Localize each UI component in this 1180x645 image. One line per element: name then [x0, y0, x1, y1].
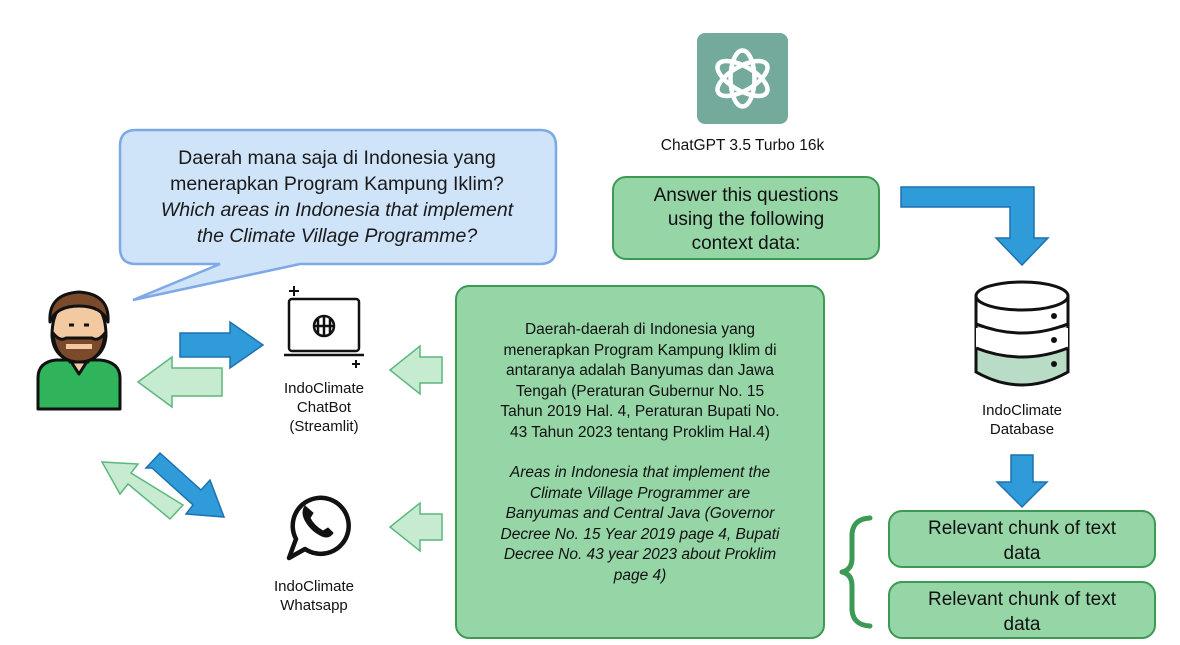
arrow-user-to-whatsapp — [144, 451, 226, 518]
curly-brace — [839, 515, 873, 629]
response-id-line-2: menerapkan Program Kampung Iklim di — [503, 341, 777, 359]
response-en-line-1: Areas in Indonesia that implement the — [509, 464, 771, 481]
whatsapp-icon — [286, 495, 351, 561]
response-en-line-2: Climate Village Programmer are — [529, 484, 751, 502]
response-indonesian: Daerah-daerah di Indonesia yang menerapka… — [469, 320, 811, 443]
arrow-response-to-whatsapp — [388, 501, 443, 553]
database-label: IndoClimate Database — [952, 401, 1092, 439]
question-line-1: Daerah mana saja di Indonesia yang — [178, 147, 496, 169]
arrow-database-to-chunks — [995, 454, 1049, 509]
chunk-box-2: Relevant chunk of text data — [888, 581, 1156, 639]
chatbot-label-line-2: ChatBot — [296, 399, 352, 416]
chunk-1-line-1: Relevant chunk of text — [928, 518, 1116, 539]
response-id-line-5: Tahun 2019 Hal. 4, Peraturan Bupati No. — [500, 403, 780, 420]
chatbot-label: IndoClimate ChatBot (Streamlit) — [254, 379, 394, 436]
prompt-line-3: context data: — [691, 233, 801, 254]
chatbot-label-line-1: IndoClimate — [283, 380, 365, 397]
chatbot-label-line-3: (Streamlit) — [289, 418, 359, 435]
prompt-box: Answer this questions using the followin… — [612, 176, 880, 260]
chatgpt-label: ChatGPT 3.5 Turbo 16k — [660, 137, 825, 154]
response-en-line-3: Banyumas and Central Java (Governor — [505, 505, 775, 522]
prompt-line-2: using the following — [667, 209, 825, 230]
response-en-line-5: Decree No. 43 year 2023 about Proklim — [503, 546, 777, 563]
response-id-line-3: antaranya adalah Banyumas dan Jawa — [506, 362, 774, 379]
prompt-line-1: Answer this questions — [653, 185, 839, 206]
user-avatar-icon — [36, 290, 122, 411]
arrow-prompt-to-database — [900, 186, 1050, 267]
chunk-1-line-2: data — [1003, 543, 1041, 564]
chatgpt-logo-icon — [697, 33, 788, 124]
question-line-2: menerapkan Program Kampung Iklim? — [170, 173, 504, 195]
chunk-2-line-1: Relevant chunk of text — [928, 589, 1116, 610]
response-id-line-1: Daerah-daerah di Indonesia yang — [524, 321, 756, 338]
laptop-globe-icon — [284, 286, 364, 368]
chunk-box-1: Relevant chunk of text data — [888, 510, 1156, 568]
response-id-line-4: Tengah (Peraturan Gubernur No. 15 — [515, 382, 765, 400]
response-en-line-6: page 4) — [613, 566, 667, 584]
database-icon — [974, 280, 1070, 387]
arrow-whatsapp-to-user — [100, 461, 185, 521]
arrow-response-to-chatbot — [388, 344, 443, 396]
arrow-chatbot-to-user — [136, 355, 223, 409]
question-line-3: Which areas in Indonesia that implement — [160, 199, 514, 221]
whatsapp-label-line-2: Whatsapp — [280, 597, 348, 614]
arrow-user-to-chatbot — [179, 320, 265, 370]
user-question: Daerah mana saja di Indonesia yang mener… — [118, 145, 556, 249]
chunk-2-line-2: data — [1003, 614, 1041, 635]
whatsapp-label: IndoClimate Whatsapp — [244, 577, 384, 615]
response-en-line-4: Decree No. 15 Year 2019 page 4, Bupati — [500, 525, 780, 543]
speech-bubble — [118, 128, 558, 302]
response-id-line-6: 43 Tahun 2023 tentang Proklim Hal.4) — [510, 423, 770, 441]
database-label-line-1: IndoClimate — [981, 402, 1063, 419]
question-line-4: the Climate Village Programme? — [196, 225, 478, 247]
response-box: Daerah-daerah di Indonesia yang menerapka… — [455, 285, 825, 639]
database-label-line-2: Database — [989, 421, 1055, 438]
whatsapp-label-line-1: IndoClimate — [273, 578, 355, 595]
